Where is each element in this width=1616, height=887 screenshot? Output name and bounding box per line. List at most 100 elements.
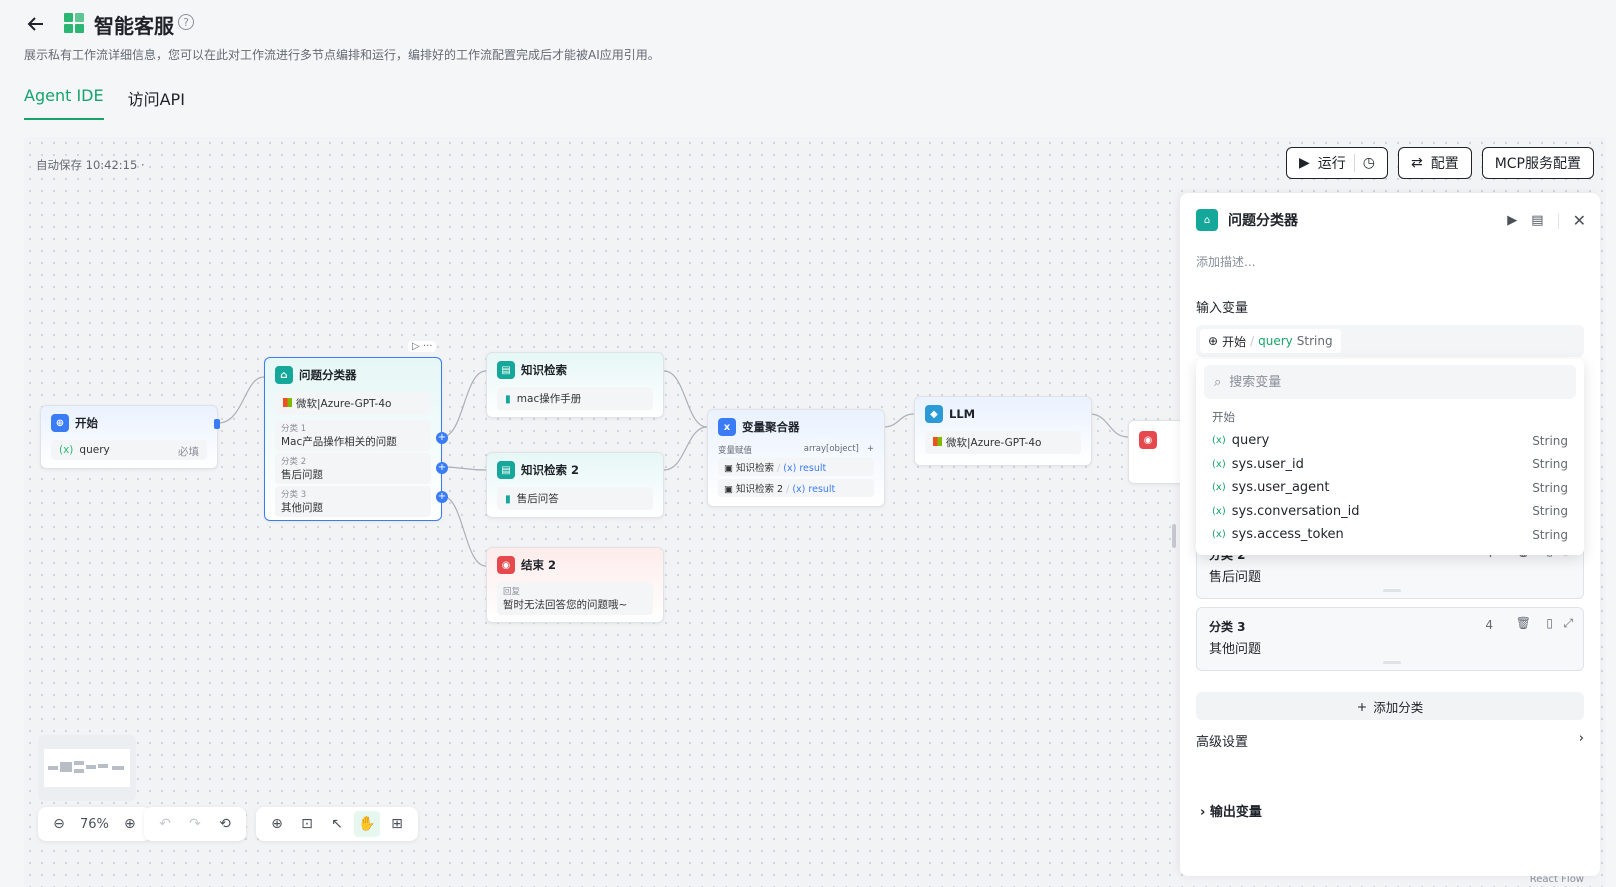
node-kb1[interactable]: ▤ 知识检索 ▮mac操作手册 [486,352,664,418]
zoom-level: 76% [80,816,109,832]
category-value-input[interactable]: 售后问题 [1209,570,1262,585]
zoom-in-icon[interactable]: ⊕ [124,816,136,832]
close-icon[interactable]: ✕ [1572,211,1586,230]
add-node-icon[interactable]: ⊕ [271,816,283,832]
drag-handle[interactable] [1383,589,1401,592]
help-icon[interactable]: ? [178,14,194,30]
mcp-config-button[interactable]: MCP服务配置 [1481,147,1594,179]
node-aggregator-header: x 变量聚合器 [708,410,884,444]
history-toolbar: ↶ ↷ ⟲ [144,807,246,841]
input-var-chip[interactable]: ⊕ 开始 / query String [1200,329,1341,353]
redo-icon[interactable]: ↷ [189,816,201,832]
input-var-selector[interactable]: ⊕ 开始 / query String [1196,325,1584,357]
add-branch-3-button[interactable]: + [436,491,448,503]
search-icon: ⌕ [1214,374,1222,390]
db-icon: ▣ [724,484,736,495]
chevron-right-icon: › [1200,805,1206,820]
var-search: ⌕ [1204,365,1576,399]
zoom-out-icon[interactable]: ⊖ [53,816,65,832]
classifier-model-row: 微软|Azure-GPT-4o [275,392,431,415]
description-input[interactable]: 添加描述... [1196,255,1256,269]
tab-agent-ide[interactable]: Agent IDE [24,86,104,120]
category-value-input[interactable]: 其他问题 [1209,642,1262,657]
db-icon: ▣ [724,463,736,474]
panel-title: 问题分类器 [1228,213,1298,229]
autosave-status: 自动保存 10:42:15 · [36,158,145,172]
node-llm[interactable]: ◆ LLM 微软|Azure-GPT-4o [914,396,1092,466]
hand-icon[interactable]: ✋ [354,811,380,837]
add-branch-2-button[interactable]: + [436,462,448,474]
edge-llm-next [1089,413,1129,438]
play-icon[interactable]: ▶ [1507,213,1518,228]
doc-icon[interactable]: ▤ [1531,213,1544,228]
node-config-panel: ⌂ 问题分类器 ▶ ▤ ✕ 添加描述... 输入变量 ⊕ 开始 / query … [1180,193,1600,876]
edge-kb1-agg [663,370,708,428]
back-button[interactable] [24,12,48,36]
node-start-header: ⊕ 开始 [41,406,217,440]
drag-handle[interactable] [1383,661,1401,664]
node-kb2-header: ▤ 知识检索 2 [487,453,663,487]
page-subtitle: 展示私有工作流详细信息，您可以在此对工作流进行多节点编排和运行，编排好的工作流配… [24,48,660,62]
config-button[interactable]: ⇄ 配置 [1397,147,1472,179]
variable-icon: (x) [1212,529,1226,541]
clipboard-icon[interactable]: ▯ [1546,616,1553,630]
layout-icon[interactable]: ⊞ [391,816,403,832]
undo-icon[interactable]: ↶ [159,816,171,832]
react-flow-attribution[interactable]: React Flow [1529,874,1584,885]
canvas-scrollbar[interactable] [1172,524,1176,548]
trash-icon[interactable]: 🗑 [1515,616,1531,630]
pointer-icon[interactable]: ↖ [331,816,343,832]
end2-reply-row: 回复暂时无法回答您的问题哦~ [497,582,653,615]
advanced-settings-toggle[interactable]: 高级设置 › [1196,731,1584,750]
node-kb2[interactable]: ▤ 知识检索 2 ▮售后问答 [486,452,664,518]
zoom-toolbar: ⊖ 76% ⊕ [38,807,151,841]
play-icon: ▶ [1298,155,1310,171]
page-title: 智能客服 [94,14,174,38]
book-icon: ▮ [505,493,511,505]
run-history-icon[interactable]: ◷ [1362,155,1375,171]
node-end-2[interactable]: ◉ 结束 2 回复暂时无法回答您的问题哦~ [486,547,664,623]
add-branch-1-button[interactable]: + [436,432,448,444]
canvas-actions: ▶ 运行 ◷ ⇄ 配置 MCP服务配置 [1285,147,1594,179]
node-classifier-header: ⌂ 问题分类器 [265,358,441,392]
add-category-button[interactable]: + 添加分类 [1196,692,1584,720]
llm-model-row: 微软|Azure-GPT-4o [925,431,1081,454]
node-end-2-header: ◉ 结束 2 [487,548,663,582]
tools-toolbar: ⊕ ⊡ ↖ ✋ ⊞ [256,807,418,841]
minimap[interactable] [38,735,136,801]
node-start-output-handle[interactable] [214,419,220,429]
node-run-icon[interactable]: ▷ [412,341,420,352]
node-end-partial[interactable]: ◉ [1128,420,1188,484]
output-vars-toggle[interactable]: › 输出变量 [1200,805,1262,820]
tab-bar: Agent IDE 访问API [24,86,185,120]
node-mini-toolbar: ▷ ··· [408,341,437,352]
aggregator-item-1: ▣ 知识检索 / (x) result [718,458,874,476]
more-icon[interactable]: ··· [422,341,433,352]
aggregator-label-row: 变量赋值 array[object] + [718,444,874,456]
add-icon[interactable]: + [866,444,874,454]
add-note-icon[interactable]: ⊡ [301,816,313,832]
panel-tools: ▶ ▤ ✕ [1507,211,1586,230]
history-icon[interactable]: ⟲ [219,816,231,832]
arrow-left-icon [27,17,43,31]
knowledge-icon: ▤ [497,361,515,379]
tab-access-api[interactable]: 访问API [127,90,185,109]
node-aggregator[interactable]: x 变量聚合器 变量赋值 array[object] + ▣ 知识检索 / (x… [707,409,885,507]
run-button[interactable]: ▶ 运行 ◷ [1285,147,1388,179]
expand-icon[interactable]: ⤢ [1563,616,1573,630]
var-search-input[interactable] [1229,374,1530,390]
edge-classifier-end2 [441,495,487,567]
chevron-right-icon: › [1578,731,1584,746]
